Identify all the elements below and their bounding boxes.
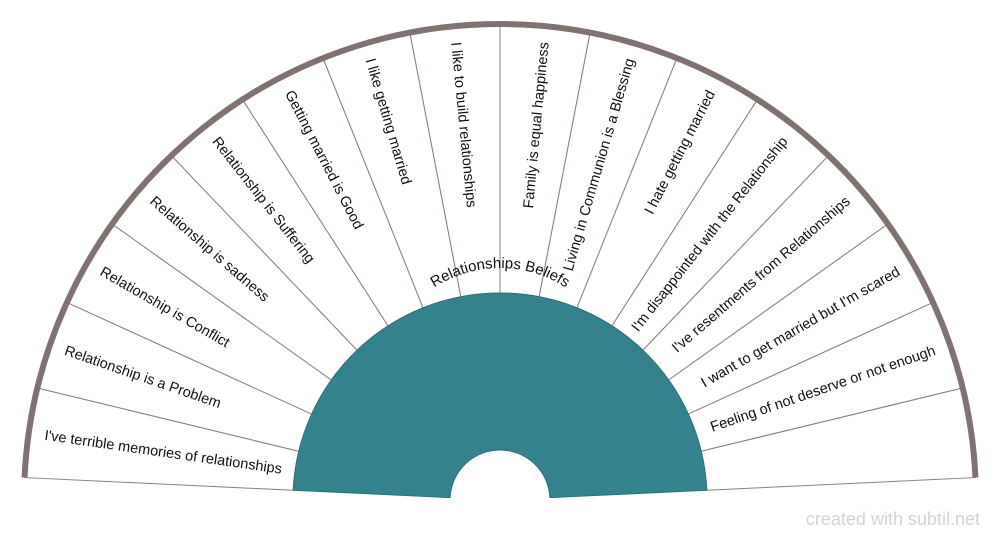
outer-ring [21,20,979,478]
center-hub [292,292,708,499]
segments-group: I've terrible memories of relationshipsR… [24,23,976,491]
watermark: created with subtil.net [805,509,980,529]
